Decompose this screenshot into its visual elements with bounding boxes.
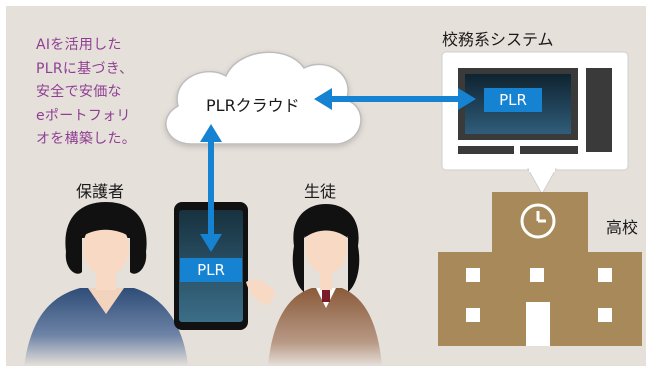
guardian-label: 保護者 (76, 182, 125, 201)
phone-plr-badge: PLR (180, 258, 242, 282)
guardian-figure (24, 202, 188, 366)
school-label: 高校 (606, 218, 639, 237)
student-figure (246, 204, 382, 366)
caption-line-2: PLRに基づき、 (36, 60, 134, 77)
caption-line-1: AIを活用した (36, 37, 122, 53)
system-monitor (441, 51, 629, 196)
cloud-label: PLRクラウド (206, 96, 300, 115)
school-building (438, 192, 642, 346)
student-label: 生徒 (304, 182, 337, 201)
caption-line-4: eポートフォリ (36, 107, 131, 124)
clock-icon (520, 203, 556, 239)
caption-line-5: オを構築した。 (36, 131, 137, 147)
system-plr-badge: PLR (484, 88, 542, 112)
system-label: 校務系システム (442, 30, 554, 49)
caption-text: AIを活用した PLRに基づき、 安全で安価な eポートフォリ オを構築した。 (36, 34, 166, 152)
caption-line-3: 安全で安価な (36, 84, 122, 100)
arrow-cloud-to-system (314, 88, 476, 110)
cloud-shape (165, 51, 362, 145)
diagram-canvas: AIを活用した PLRに基づき、 安全で安価な eポートフォリ オを構築した。 (6, 6, 646, 366)
arrow-cloud-to-phone (200, 124, 222, 252)
